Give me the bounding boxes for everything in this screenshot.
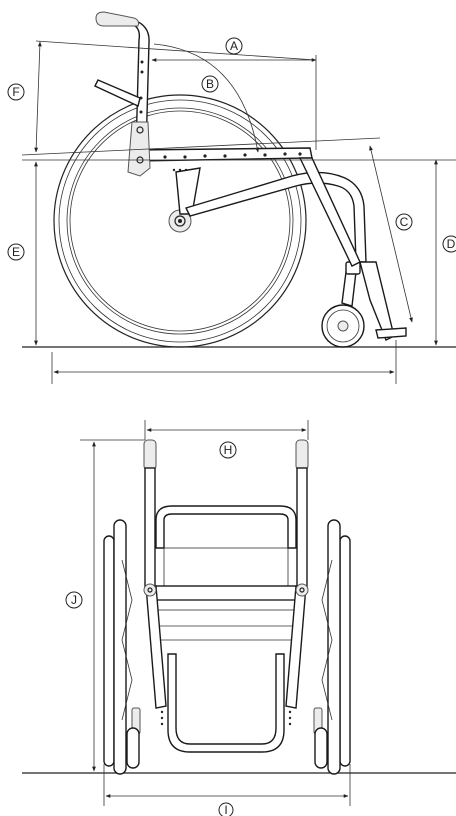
dimension-J: J [65,439,145,772]
label-B: B [206,77,214,91]
dimension-D: D [434,159,456,346]
right-caster [288,707,328,769]
rear-wheel [53,94,307,348]
dimension-C: C [369,145,413,323]
label-H: H [224,443,233,457]
push-handle-grip [95,11,139,27]
label-I: I [224,803,227,816]
left-caster [126,707,164,769]
dimension-H: H [144,420,309,459]
backrest-top [155,505,297,549]
front-view: H J I [22,420,456,816]
label-A: A [230,39,238,53]
label-F: F [12,85,19,99]
label-D: D [447,237,456,251]
right-rear-wheel-edge [321,519,351,775]
label-E: E [12,245,20,259]
left-front-tube [145,585,167,709]
seat [149,585,303,601]
dimension-I: I [103,764,351,816]
front-caster-wheel [321,261,365,348]
label-J: J [71,593,77,607]
dimension-A: A [35,37,317,150]
dimension-E: E [7,161,38,346]
side-view: A B C D E [7,11,456,384]
backrest-bracket [127,121,151,177]
footrest-loop [167,653,285,753]
left-backrest-post [143,439,157,589]
side-guard [94,79,141,107]
label-C: C [400,215,409,229]
footrest [359,261,395,341]
dimension-F: F [7,41,42,153]
right-front-tube [285,585,307,709]
right-backrest-post [295,439,309,589]
dimension-B: B [153,43,260,153]
dimension-overall-length [51,340,397,384]
left-rear-wheel-edge [103,519,133,775]
backrest-upholstery [163,547,289,587]
